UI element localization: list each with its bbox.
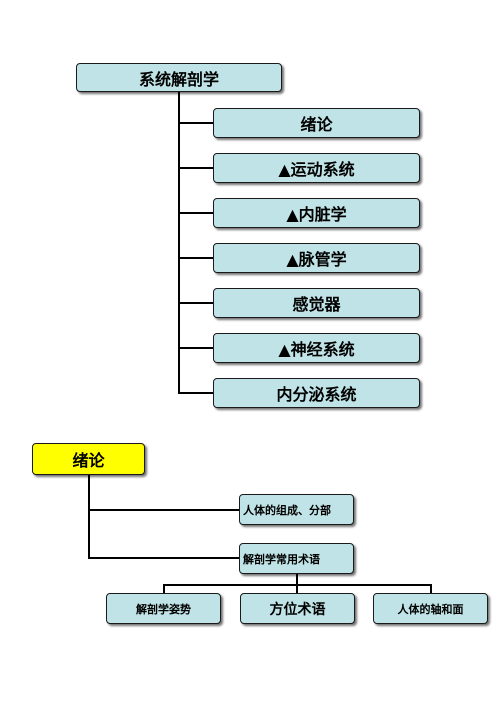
child-node-introduction: 绪论 bbox=[213, 108, 420, 138]
d2-trunk-line bbox=[88, 475, 90, 559]
child-node-anatomical-terms: 解剖学常用术语 bbox=[239, 543, 354, 574]
d2-sub-drop-line bbox=[296, 584, 298, 594]
grandchild-node-anatomical-position: 解剖学姿势 bbox=[106, 593, 221, 624]
child-node-endocrine-system: 内分泌系统 bbox=[213, 378, 420, 408]
d1-branch-line bbox=[178, 122, 214, 124]
grandchild-node-directional-terms: 方位术语 bbox=[240, 593, 355, 624]
d2-sub-drop-line bbox=[163, 584, 165, 594]
d2-sub-drop-line bbox=[430, 584, 432, 594]
d2-branch-line bbox=[88, 509, 240, 511]
child-node-locomotor-system: ▲运动系统 bbox=[213, 153, 420, 183]
child-node-splanchnology: ▲内脏学 bbox=[213, 198, 420, 228]
d1-trunk-line bbox=[178, 91, 180, 394]
d1-branch-line bbox=[178, 257, 214, 259]
d2-sub-trunk-line bbox=[296, 574, 298, 585]
d1-branch-line bbox=[178, 212, 214, 214]
d1-branch-line bbox=[178, 167, 214, 169]
d1-branch-line bbox=[178, 392, 214, 394]
d2-branch-line bbox=[88, 557, 240, 559]
root-node-systematic-anatomy: 系统解剖学 bbox=[76, 63, 282, 92]
grandchild-node-axes-and-planes: 人体的轴和面 bbox=[373, 593, 488, 624]
root-node-introduction: 绪论 bbox=[32, 443, 145, 475]
child-node-sensory-organs: 感觉器 bbox=[213, 288, 420, 318]
d1-branch-line bbox=[178, 347, 214, 349]
child-node-body-composition: 人体的组成、分部 bbox=[239, 494, 354, 525]
d1-branch-line bbox=[178, 302, 214, 304]
child-node-nervous-system: ▲神经系统 bbox=[213, 333, 420, 363]
child-node-angiology: ▲脉管学 bbox=[213, 243, 420, 273]
